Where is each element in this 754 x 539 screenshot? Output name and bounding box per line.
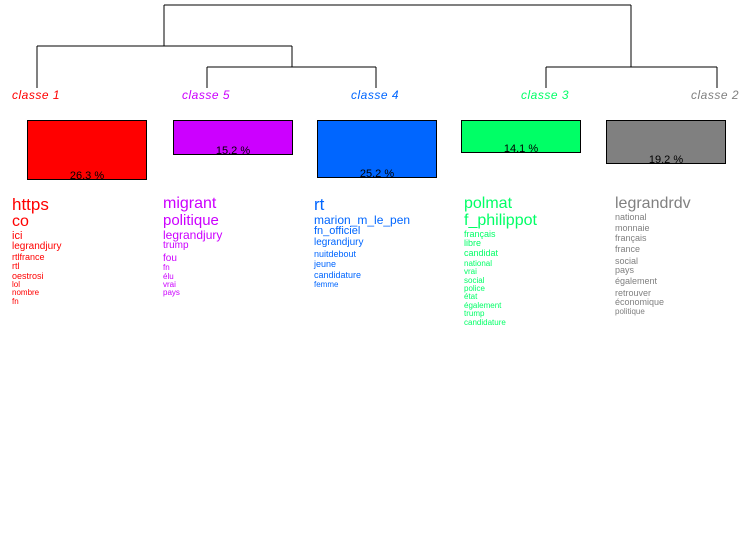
word: police (464, 284, 485, 294)
word: rt (314, 195, 325, 214)
class-5-label: classe 5 (182, 88, 231, 102)
word: femme (314, 279, 339, 289)
word: vrai (464, 267, 477, 277)
word: retrouver (615, 287, 652, 298)
class-3-percent-box: 14.1 % (461, 120, 581, 155)
word: rtlfrance (12, 251, 45, 262)
word: france (615, 244, 641, 255)
class-4-label: classe 4 (351, 88, 400, 102)
word: legrandjury (314, 236, 364, 248)
word: également (464, 300, 502, 310)
word: libre (464, 238, 482, 249)
word: national (464, 258, 493, 268)
word: oestrosi (12, 270, 44, 281)
word: lol (12, 280, 21, 289)
word: co (12, 212, 29, 230)
word: polmat (464, 195, 513, 212)
class-5-word-list: migrant politique legrandjury trump fou … (163, 195, 308, 298)
class-2-label: classe 2 (691, 88, 740, 102)
class-1-percent: 26.3 % (69, 170, 105, 182)
class-1-label: classe 1 (12, 88, 61, 102)
word: candidat (464, 248, 499, 259)
word: marion_m_le_pen (314, 212, 411, 227)
word: social (615, 255, 639, 266)
word: candidature (464, 317, 506, 327)
word: vrai (163, 279, 176, 289)
word: https (12, 195, 49, 214)
word: trump (464, 309, 485, 319)
word: fn (163, 263, 170, 273)
dendrogram (36, 4, 718, 88)
word: rtl (12, 261, 20, 272)
word: jeune (314, 258, 337, 269)
class-5-percent: 15.2 % (215, 145, 251, 157)
word: migrant (163, 195, 217, 212)
class-5-percent-box: 15.2 % (173, 120, 293, 157)
word: politique (615, 306, 645, 316)
dendrogram-branch-5-4 (206, 66, 377, 88)
word: ici (12, 229, 23, 242)
dendrogram-branch-3-2 (545, 66, 718, 88)
class-4-percent: 25.2 % (359, 168, 395, 180)
class-2-percent-box: 19.2 % (606, 120, 726, 166)
class-4-percent-box: 25.2 % (317, 120, 437, 180)
word: politique (163, 211, 219, 229)
word: legrandjury (163, 227, 223, 242)
word: français (615, 232, 647, 243)
class-4-word-list: rt marion_m_le_pen fn_officiel legrandju… (314, 196, 459, 289)
class-1-word-list: https co ici legrandjury rtlfrance rtl o… (12, 196, 157, 306)
word: élu (163, 271, 174, 281)
class-3-percent: 14.1 % (503, 143, 539, 155)
word: économique (615, 297, 665, 308)
word: legrandrdv (615, 195, 691, 212)
dendrogram-branch-left (36, 45, 293, 88)
word: candidature (314, 270, 362, 281)
word: fn (12, 296, 19, 306)
dendrogram-root-branch (163, 4, 632, 67)
word: fou (163, 252, 177, 264)
word: nombre (12, 288, 40, 298)
word: pays (615, 264, 635, 275)
class-2-word-list: legrandrdv national monnaie français fra… (615, 195, 754, 316)
word: pays (163, 288, 180, 298)
class-1-percent-box: 26.3 % (27, 120, 147, 182)
class-3-word-list: polmat f_philippot français libre candid… (464, 195, 609, 327)
word: f_philippot (464, 211, 537, 229)
word: trump (163, 240, 189, 252)
word: nuitdebout (314, 249, 357, 260)
word: legrandjury (12, 241, 62, 253)
word: monnaie (615, 223, 650, 234)
class-3-label: classe 3 (521, 88, 570, 102)
word: également (615, 276, 658, 287)
word: fn_officiel (314, 225, 361, 238)
word: état (464, 292, 478, 302)
word: social (464, 275, 485, 285)
class-2-percent: 19.2 % (648, 154, 684, 166)
word: français (464, 228, 496, 239)
word: national (615, 211, 647, 222)
